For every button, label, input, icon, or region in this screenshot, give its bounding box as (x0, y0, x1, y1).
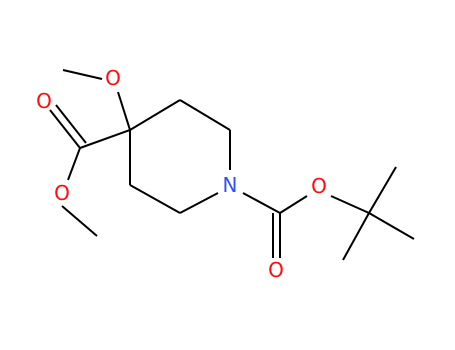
bond-methoxy-o-quaternary-c (117, 91, 131, 131)
bond-ring-c4-c3 (129, 99, 181, 131)
bond-ester-c-carbonyl-o-b (55, 104, 87, 144)
bond-n-boc-c (242, 192, 281, 214)
bond-ester-c-single-o (67, 147, 81, 181)
atom-label-methoxy-oxygen: O (105, 66, 121, 90)
bond-tbu-c-methyl-right (368, 212, 415, 240)
atom-label-ester-carbonyl-oxygen: O (36, 89, 52, 113)
bond-ester-c-carbonyl-o-a (49, 109, 81, 149)
bond-boc-o-tbu-c (330, 195, 370, 214)
bond-ring-n-c6 (179, 192, 219, 214)
bond-ester-o-methyl (61, 205, 98, 237)
atom-label-ester-single-oxygen: O (54, 181, 70, 205)
bond-methyl-methoxy-o (62, 69, 103, 80)
bond-quaternary-c-ester-c (79, 129, 131, 149)
atom-label-boc-carbonyl-oxygen: O (268, 258, 284, 282)
bond-ring-c6-c5 (129, 184, 181, 214)
bond-tbu-c-methyl-bottom (342, 212, 370, 261)
atom-label-boc-single-oxygen: O (311, 174, 327, 198)
atom-label-ring-nitrogen: N (223, 173, 238, 197)
bond-tbu-c-methyl-top (368, 166, 397, 214)
bond-boc-c-single-o (279, 195, 308, 214)
bond-ring-c3-c2 (179, 99, 231, 131)
